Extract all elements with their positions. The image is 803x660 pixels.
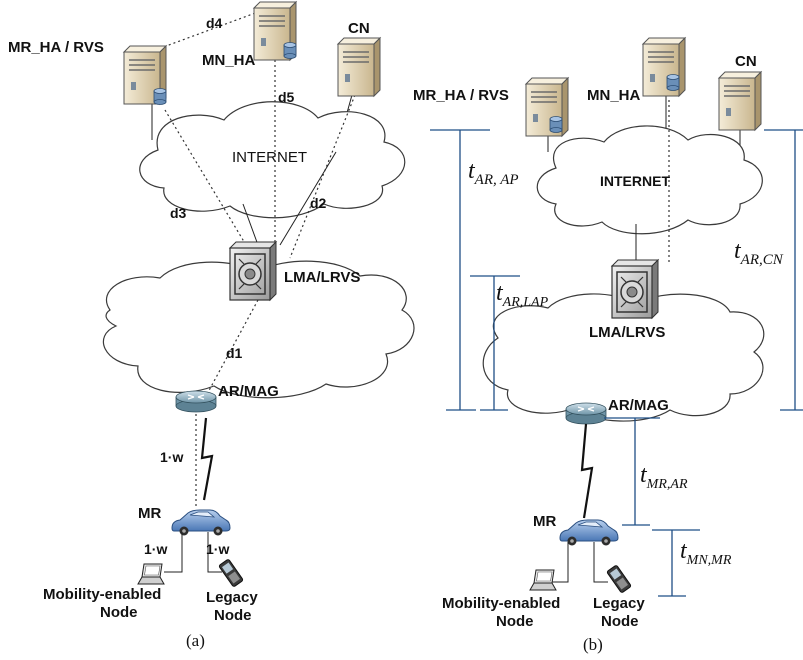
mobility-node-laptop-icon: [137, 563, 165, 585]
mobility-node-label-line2: Node: [100, 604, 138, 621]
mobility-node-label-line1: Mobility-enabled: [43, 586, 161, 603]
measure-mr-ar: [604, 417, 660, 526]
internet-label-b: INTERNET: [600, 173, 670, 189]
lma-lrvs-icon: [229, 241, 277, 301]
mobility-node-label-line1-b: Mobility-enabled: [442, 595, 560, 612]
ar-mag-router-icon-b: [565, 402, 607, 425]
ar-mag-label: AR/MAG: [218, 383, 279, 400]
mr-ha-rvs-server-icon: [123, 45, 167, 105]
legacy-node-label-line1: Legacy: [206, 589, 258, 606]
link-d1: [205, 299, 259, 397]
cn-label-b: CN: [735, 53, 757, 70]
cn-label: CN: [348, 20, 370, 37]
internet-cloud: [139, 101, 406, 219]
link-mr-mn: [164, 532, 183, 573]
mn-ha-label: MN_HA: [202, 52, 256, 69]
link-b-mr-mn: [552, 542, 569, 583]
mn-ha-label-b: MN_HA: [587, 87, 641, 104]
mr-ha-rvs-server-icon-b: [525, 77, 569, 137]
d4-label: d4: [206, 15, 223, 31]
lma-lrvs-icon-b: [611, 259, 659, 319]
link-b-mr-legacy: [593, 542, 608, 583]
mr-label-b: MR: [533, 513, 556, 530]
wireless-link-icon-b: [580, 423, 594, 519]
legacy-node-label-line2: Node: [214, 607, 252, 624]
weight-mr-legacy-label: 1·w: [206, 541, 229, 557]
weight-mr-mn-label: 1·w: [144, 541, 167, 557]
ar-mag-router-icon: [175, 390, 217, 413]
local-domain-cloud: [102, 260, 415, 399]
legacy-node-label-line1-b: Legacy: [593, 595, 645, 612]
d2-label: d2: [310, 195, 327, 211]
measure-ar-ap: [430, 129, 490, 411]
d5-label: d5: [278, 89, 295, 105]
t-ar-ap-label: tAR, AP: [468, 158, 519, 188]
panel-b-caption: (b): [583, 635, 603, 654]
mn-ha-server-icon-b: [642, 37, 686, 97]
internet-label: INTERNET: [232, 149, 307, 166]
link-d3: [164, 109, 253, 256]
mn-ha-server-icon: [253, 1, 297, 61]
link-internet-lma-2: [279, 151, 337, 246]
internet-cloud-b: [536, 125, 763, 235]
lma-lrvs-label-b: LMA/LRVS: [589, 324, 665, 341]
link-mr-legacy: [207, 532, 222, 573]
panel-a-caption: (a): [186, 631, 205, 650]
measure-mn-mr: [652, 529, 700, 597]
measure-ar-cn: [764, 129, 803, 411]
legacy-node-phone-icon: [218, 558, 244, 588]
mr-ha-rvs-label-b: MR_HA / RVS: [413, 87, 509, 104]
weight-ar-mr-label: 1·w: [160, 449, 183, 465]
link-d2: [289, 94, 356, 259]
local-domain-cloud-b: [482, 293, 765, 422]
lma-lrvs-label: LMA/LRVS: [284, 269, 360, 286]
link-d4: [149, 11, 259, 53]
wireless-link-icon: [200, 417, 214, 501]
cn-server-icon-b: [718, 71, 762, 131]
panel-b: INTERNET: [413, 37, 803, 654]
legacy-node-label-line2-b: Node: [601, 613, 639, 630]
mr-label: MR: [138, 505, 161, 522]
t-ar-cn-label: tAR,CN: [734, 238, 784, 268]
t-mr-ar-label: tMR,AR: [640, 462, 688, 492]
cn-server-icon: [337, 37, 381, 97]
mr-car-icon: [171, 509, 231, 536]
measure-ar-lap: [470, 275, 520, 411]
t-ar-lap-label: tAR,LAP: [496, 280, 549, 310]
mr-car-icon-b: [559, 519, 619, 546]
panel-a: INTERNET: [8, 1, 415, 650]
mobility-node-laptop-icon-b: [529, 569, 557, 591]
ar-mag-label-b: AR/MAG: [608, 397, 669, 414]
d1-label: d1: [226, 345, 243, 361]
mobility-node-label-line2-b: Node: [496, 613, 534, 630]
link-internet-lma: [242, 203, 259, 246]
mr-ha-rvs-label: MR_HA / RVS: [8, 39, 104, 56]
t-mn-mr-label: tMN,MR: [680, 538, 732, 568]
legacy-node-phone-icon-b: [606, 564, 632, 594]
d3-label: d3: [170, 205, 187, 221]
